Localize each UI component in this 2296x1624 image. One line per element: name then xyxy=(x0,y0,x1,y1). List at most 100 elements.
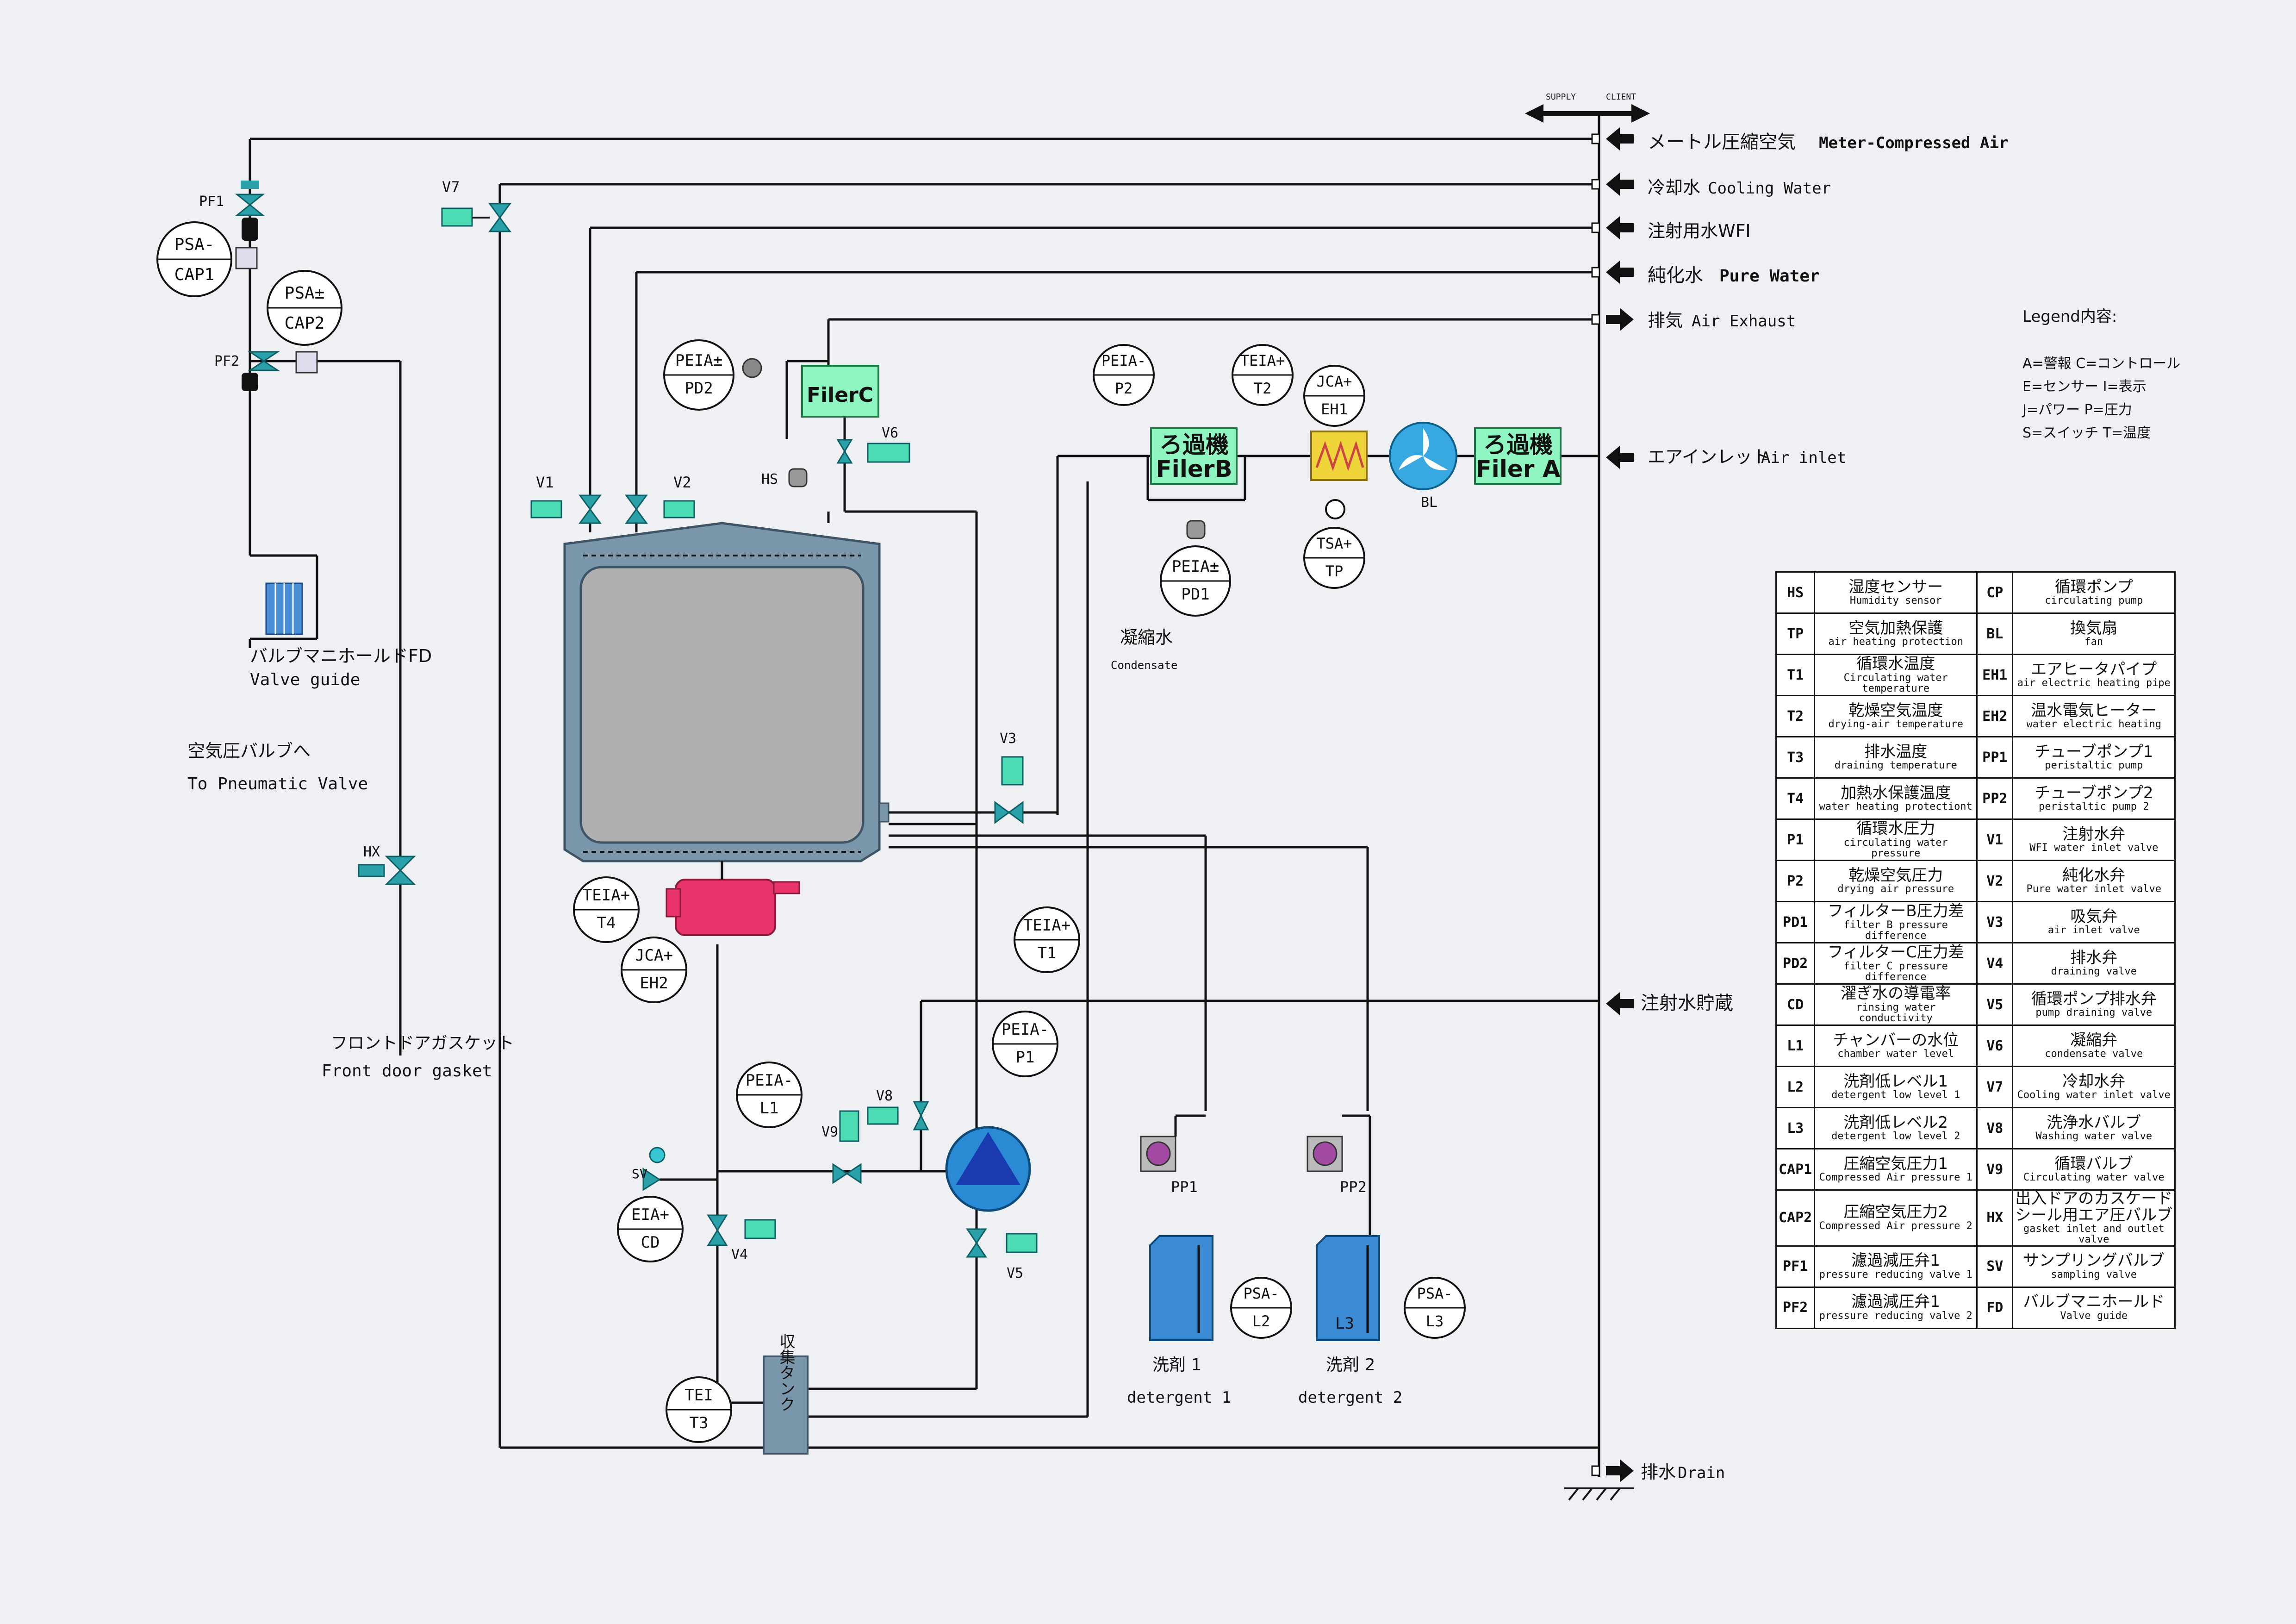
legend-desc-en: condensate valve xyxy=(2045,1048,2143,1060)
legend-desc-jp: 冷却水弁 xyxy=(2062,1072,2126,1091)
svg-text:ろ過機: ろ過機 xyxy=(1483,431,1553,458)
filter-b: ろ過機 FilerB xyxy=(1150,427,1238,485)
legend-desc-en: Compressed Air pressure 2 xyxy=(1819,1220,1972,1232)
legend-desc-en: drying-air temperature xyxy=(1828,718,1963,731)
v2-valve[interactable]: V2 xyxy=(625,474,695,524)
legend-desc-en: Valve guide xyxy=(2060,1310,2128,1322)
gauge-icon xyxy=(295,351,318,374)
arrow-left-icon xyxy=(1606,127,1634,150)
instrument-peia-p2: PEIA- P2 xyxy=(1093,344,1155,406)
outlet-label-jp: 排気 xyxy=(1648,310,1683,331)
svg-text:EH2: EH2 xyxy=(640,974,668,993)
legend-desc-en: chamber water level xyxy=(1837,1048,1954,1060)
svg-text:PSA-: PSA- xyxy=(1243,1285,1279,1302)
legend-desc-jp: 湿度センサー xyxy=(1848,577,1943,596)
v4-valve[interactable]: V4 xyxy=(707,1214,776,1263)
legend-code: CP xyxy=(1976,571,2014,614)
svg-text:CAP1: CAP1 xyxy=(174,265,215,284)
instrument-eia-cd: EIA+ CD xyxy=(617,1196,684,1262)
legend-desc-jp: 凝縮弁 xyxy=(2070,1031,2118,1049)
legend-desc-jp: チャンバーの水位 xyxy=(1833,1031,1959,1049)
detergent-tank-2: L3 洗剤 2 detergent 2 xyxy=(1298,1235,1402,1407)
instrument-psa-l2: PSA- L2 xyxy=(1230,1277,1292,1339)
legend-desc-jp: サンプリングバルブ xyxy=(2023,1251,2165,1270)
svg-text:CD: CD xyxy=(641,1233,660,1252)
instrument-peia-pd2: PEIA± PD2 xyxy=(663,339,734,411)
legend-line: E=センサー I=表示 xyxy=(2022,379,2147,395)
pf1-valve[interactable]: PF1 xyxy=(199,181,265,241)
svg-text:TEI: TEI xyxy=(684,1386,713,1405)
svg-text:T4: T4 xyxy=(597,914,616,932)
legend-code: V1 xyxy=(1976,818,2014,861)
legend-desc-en: Circulating water valve xyxy=(2023,1172,2165,1184)
legend-desc-en: fan xyxy=(2084,636,2103,648)
inlet-pure-water: 純化水 Pure Water xyxy=(636,261,1820,286)
instrument-jca-eh2: JCA+ EH2 xyxy=(621,937,687,1003)
arrow-left-icon xyxy=(1606,992,1634,1015)
legend-desc-jp: 洗剤低レベル2 xyxy=(1843,1113,1948,1132)
v8-valve[interactable]: V8 xyxy=(867,1088,929,1131)
legend-desc-jp: バルブマニホールド xyxy=(2023,1293,2165,1312)
wash-chamber xyxy=(563,522,890,862)
inlet-label-en: Pure Water xyxy=(1719,267,1820,286)
legend-code: HX xyxy=(1976,1189,2014,1247)
sv-label: SV xyxy=(632,1166,647,1181)
svg-text:PSA±: PSA± xyxy=(285,284,325,303)
legend-code: HS xyxy=(1775,571,1816,614)
instrument-jca-eh1: JCA+ EH1 xyxy=(1303,365,1365,427)
legend-code: PP1 xyxy=(1976,736,2014,779)
v3-valve[interactable]: V3 xyxy=(994,731,1024,824)
svg-text:ろ過機: ろ過機 xyxy=(1159,431,1229,458)
legend-desc-en: Washing water valve xyxy=(2035,1131,2153,1143)
v6-valve[interactable]: V6 xyxy=(836,425,910,464)
legend-code: T3 xyxy=(1775,736,1816,779)
outlet-drain: 排水 Drain xyxy=(500,1446,1725,1482)
legend-desc-en: draining temperature xyxy=(1834,760,1957,772)
hx-valve[interactable]: HX xyxy=(358,844,416,885)
inlet-label-jp: 冷却水 xyxy=(1648,177,1700,198)
svg-text:PEIA±: PEIA± xyxy=(1172,557,1219,576)
gauge-icon xyxy=(742,358,762,378)
v7-valve[interactable]: V7 xyxy=(441,178,511,232)
legend-code: P1 xyxy=(1775,818,1816,861)
legend-desc-en: peristaltic pump xyxy=(2045,760,2143,772)
legend-code: TP xyxy=(1775,612,1816,655)
sv-valve[interactable]: SV xyxy=(632,1147,717,1191)
filter-a: ろ過機 Filer A xyxy=(1474,427,1562,485)
legend-code: V2 xyxy=(1976,860,2014,902)
v9-valve[interactable]: V9 xyxy=(821,1110,862,1184)
svg-text:CAP2: CAP2 xyxy=(285,314,325,333)
svg-text:P1: P1 xyxy=(1016,1048,1035,1067)
svg-text:Filer A: Filer A xyxy=(1475,456,1560,482)
legend-desc-en: Humidity sensor xyxy=(1849,595,1942,607)
pf2-valve[interactable]: PF2 xyxy=(214,351,318,391)
v4-label: V4 xyxy=(731,1247,748,1263)
circulating-pump-cp xyxy=(945,1126,1031,1212)
legend-code: T4 xyxy=(1775,777,1816,820)
svg-text:PEIA±: PEIA± xyxy=(675,351,722,370)
inlet-label-jp: 注射用水WFI xyxy=(1648,221,1751,241)
v5-valve[interactable]: V5 xyxy=(966,1228,1038,1281)
instrument-tei-t3: TEI T3 xyxy=(666,1376,732,1443)
legend-code: L2 xyxy=(1775,1066,1816,1108)
v1-valve[interactable]: V1 xyxy=(530,474,602,524)
legend-desc-en: drying air pressure xyxy=(1837,883,1954,895)
